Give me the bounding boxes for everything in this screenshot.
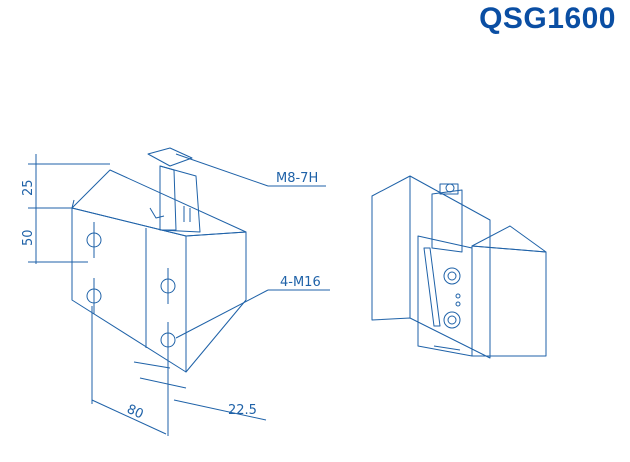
clamp-top: [147, 147, 193, 167]
dim-label-50: 50: [21, 229, 36, 246]
hole: [86, 222, 102, 258]
leader-line: [175, 289, 269, 339]
block-top-face: [71, 169, 247, 237]
dimension-labels: M8-7H 4-M16 25 50 80 22.5: [21, 171, 321, 422]
dim-label-25: 25: [21, 179, 36, 196]
clamp-notch: [149, 207, 165, 219]
dim-line: [91, 399, 167, 435]
block-edge: [71, 199, 75, 209]
knob-lower-inner: [447, 315, 457, 325]
model-title: QSG1600: [479, 2, 616, 35]
leader-line: [175, 153, 269, 187]
dim-line: [173, 399, 267, 421]
dim-label-22-5: 22.5: [228, 403, 257, 418]
knob-upper-inner: [447, 271, 457, 281]
thread-callout: M8-7H: [276, 171, 318, 186]
block-right-face: [185, 231, 247, 373]
mounting-plate: [417, 235, 473, 357]
hole: [160, 268, 176, 304]
right-part-view: [371, 175, 547, 359]
dim-extension: [139, 377, 187, 389]
clamp-stem: [159, 165, 177, 231]
plate-screw: [455, 301, 461, 307]
left-part-view: [28, 147, 330, 436]
front-block-top: [471, 225, 547, 253]
hole: [160, 322, 176, 358]
front-block-face: [471, 245, 547, 357]
lever-arm: [423, 247, 441, 327]
dim-label-80: 80: [124, 402, 145, 422]
plate-screw: [455, 293, 461, 299]
knob-lower: [443, 311, 461, 329]
plate-base: [433, 345, 461, 351]
clamp-pin: [445, 183, 455, 193]
hole: [86, 278, 102, 314]
holes-callout: 4-M16: [280, 275, 321, 290]
clamp-body: [159, 165, 201, 233]
dim-extension: [133, 361, 171, 369]
knob-upper: [443, 267, 461, 285]
